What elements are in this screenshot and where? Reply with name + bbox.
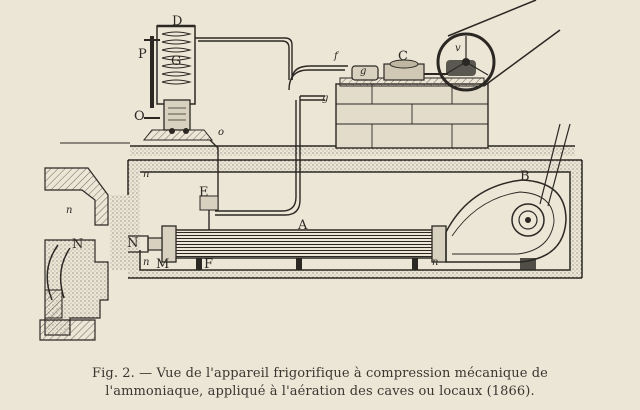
label-M: M (156, 257, 170, 272)
label-v: v (455, 43, 461, 54)
label-g-lower: g (322, 93, 329, 104)
label-n-wall: n (143, 169, 150, 180)
flywheel (436, 0, 561, 92)
label-g-upper: g (360, 66, 367, 77)
label-f: f (334, 51, 338, 62)
label-O: O (134, 109, 145, 124)
label-N-left: N (72, 237, 84, 252)
label-n-right: n (432, 257, 439, 268)
label-C: C (398, 49, 408, 64)
label-n-left: n (66, 205, 73, 216)
label-o: o (218, 127, 225, 138)
absorber-vessel (142, 99, 214, 141)
label-P: P (138, 47, 147, 62)
label-A: A (298, 218, 308, 233)
label-n-floor: n (143, 257, 150, 268)
label-N-right: N (127, 236, 139, 251)
compressor-assembly (335, 59, 489, 149)
label-E: E (199, 185, 209, 200)
figure-caption-line-2: l'ammoniaque, appliqué à l'aération des … (105, 384, 535, 399)
fan-blower (445, 123, 571, 270)
label-D: D (172, 14, 183, 29)
left-wall-section (39, 167, 109, 341)
label-B: B (520, 169, 530, 184)
figure-caption-line-1: Fig. 2. — Vue de l'appareil frigorifique… (92, 366, 548, 381)
label-G: G (171, 54, 182, 69)
refrigerant-pipes (195, 37, 348, 216)
label-F: F (204, 257, 214, 272)
air-cooler-cylinder (128, 195, 447, 270)
cellar-room (110, 159, 583, 279)
condenser-coil-tank (144, 24, 196, 119)
ground-surface (60, 142, 575, 156)
